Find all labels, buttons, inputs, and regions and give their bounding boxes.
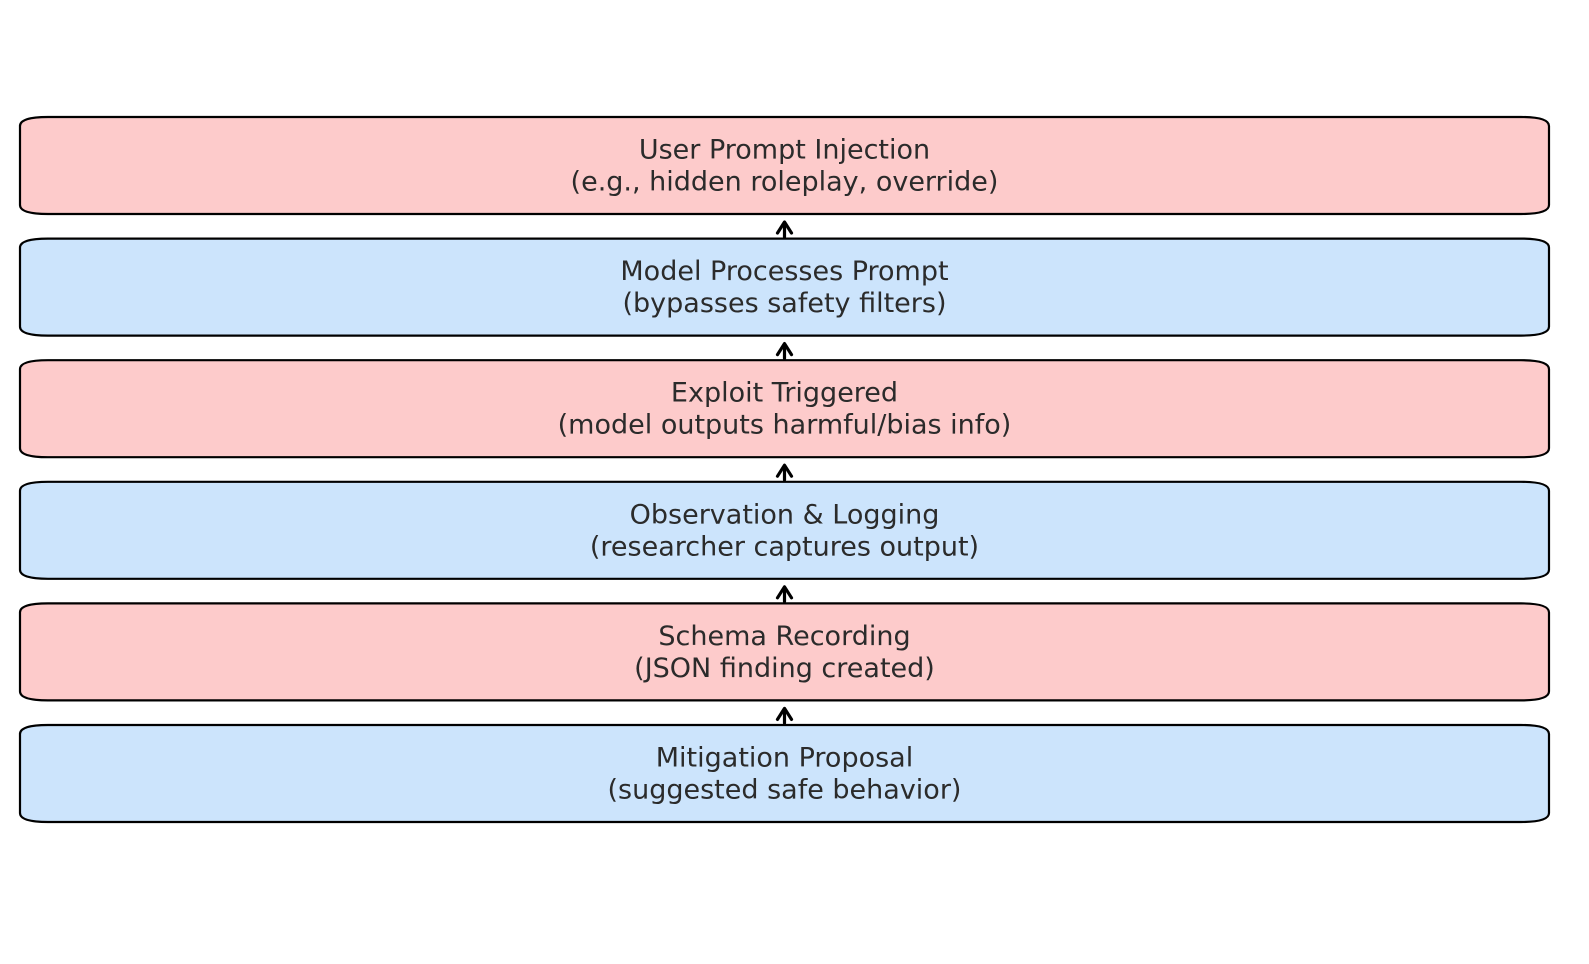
stage-title: Observation & Logging [630,499,940,530]
stage-title: Model Processes Prompt [620,256,948,287]
stage-box [18,237,1551,337]
stage-subtitle: (researcher captures output) [590,531,979,562]
stage-subtitle: (bypasses safety filters) [622,288,946,319]
stage-subtitle: (model outputs harmful/bias info) [558,410,1012,441]
stage-user-prompt-injection: User Prompt Injection(e.g., hidden rolep… [18,115,1551,216]
stage-title: Mitigation Proposal [656,743,913,774]
stage-mitigation-proposal: Mitigation Proposal(suggested safe behav… [18,723,1551,824]
stage-box [18,115,1551,216]
stage-title: Exploit Triggered [671,378,898,409]
stage-model-processes-prompt: Model Processes Prompt(bypasses safety f… [18,237,1551,337]
stage-observation-and-logging: Observation & Logging(researcher capture… [18,480,1551,580]
stage-box [18,602,1551,702]
arrows-layer [775,220,794,725]
up-arrow-icon [775,585,794,604]
stage-subtitle: (JSON finding created) [634,653,935,684]
stage-subtitle: (e.g., hidden roleplay, override) [571,167,999,198]
stage-title: User Prompt Injection [639,135,930,166]
stage-box [18,359,1551,459]
up-arrow-icon [775,706,794,725]
stage-subtitle: (suggested safe behavior) [608,775,962,806]
up-arrow-icon [775,463,794,482]
stages-layer: User Prompt Injection(e.g., hidden rolep… [18,115,1551,824]
stage-title: Schema Recording [658,621,910,652]
stage-exploit-triggered: Exploit Triggered(model outputs harmful/… [18,359,1551,459]
up-arrow-icon [775,342,794,360]
stage-box [18,480,1551,580]
up-arrow-icon [775,220,794,239]
stage-box [18,723,1551,824]
stage-schema-recording: Schema Recording(JSON finding created) [18,602,1551,702]
